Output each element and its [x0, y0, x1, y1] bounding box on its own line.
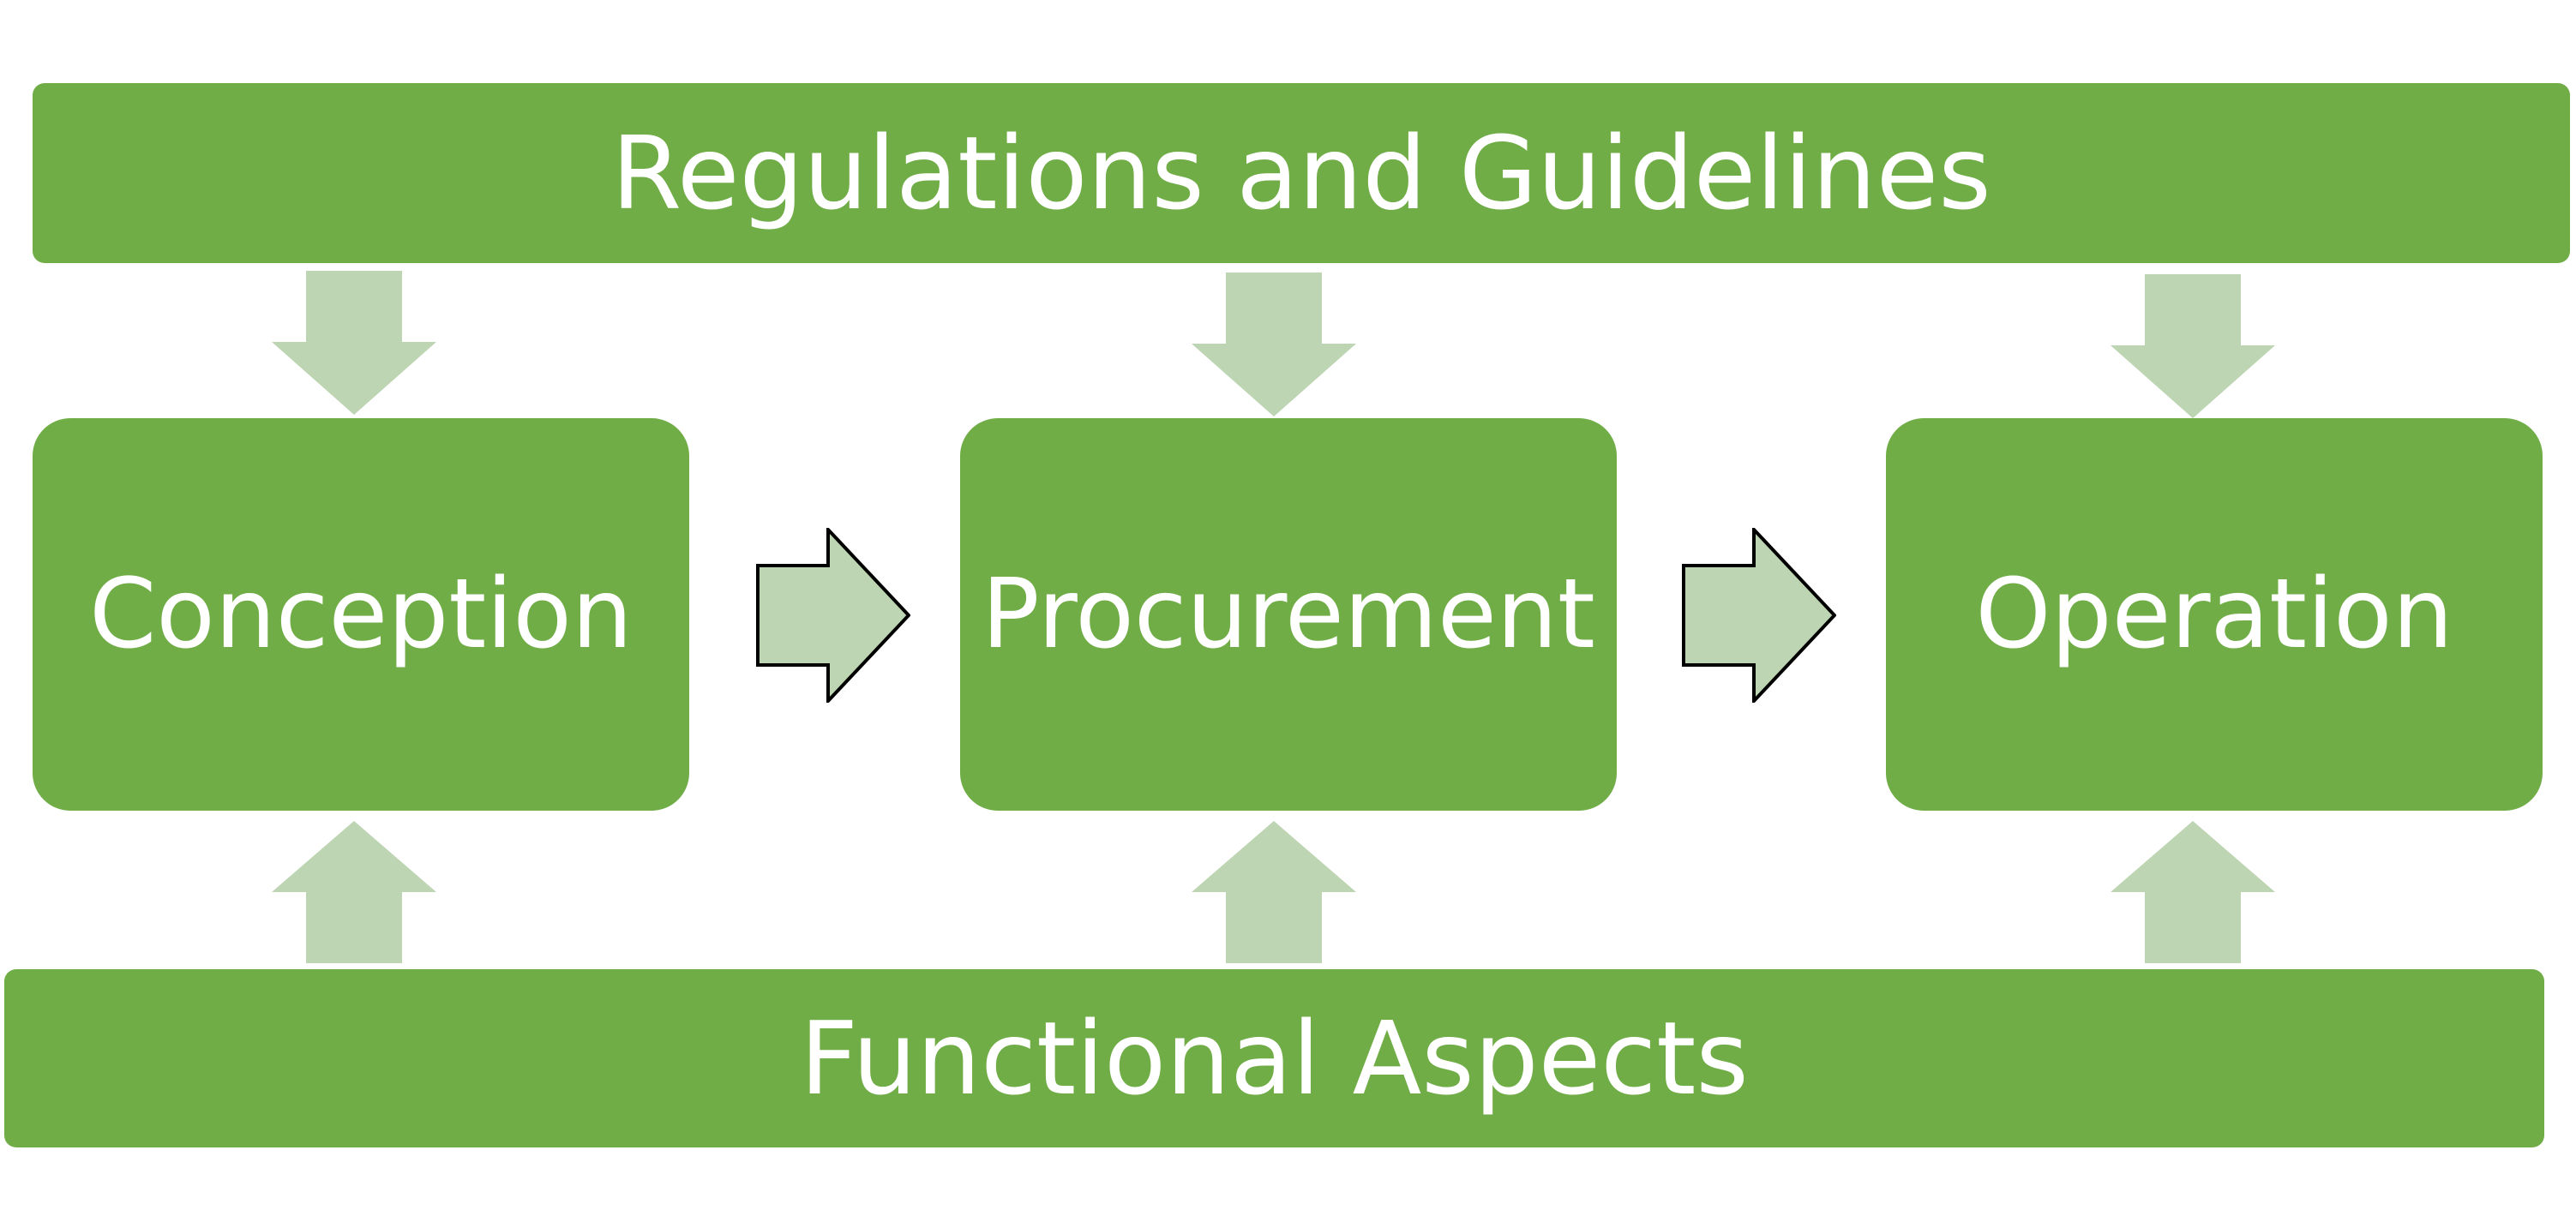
up-arrow-icon — [2111, 821, 2275, 963]
up-arrow-icon — [1192, 821, 1356, 963]
right-arrow-icon — [756, 528, 910, 703]
functional-aspects-banner-label: Functional Aspects — [800, 999, 1749, 1117]
stage-conception: Conception — [33, 418, 689, 811]
stage-procurement: Procurement — [960, 418, 1617, 811]
functional-aspects-banner: Functional Aspects — [4, 969, 2544, 1147]
right-arrow-icon — [1682, 528, 1836, 703]
stage-operation: Operation — [1886, 418, 2543, 811]
down-arrow-icon — [1192, 273, 1356, 416]
up-arrow-icon — [272, 821, 436, 963]
down-arrow-icon — [272, 271, 436, 415]
regulations-banner: Regulations and Guidelines — [33, 83, 2570, 263]
stage-label: Operation — [1975, 559, 2453, 670]
stage-label: Conception — [89, 559, 633, 670]
down-arrow-icon — [2111, 274, 2275, 418]
stage-label: Procurement — [982, 559, 1595, 670]
regulations-banner-label: Regulations and Guidelines — [611, 114, 1991, 232]
